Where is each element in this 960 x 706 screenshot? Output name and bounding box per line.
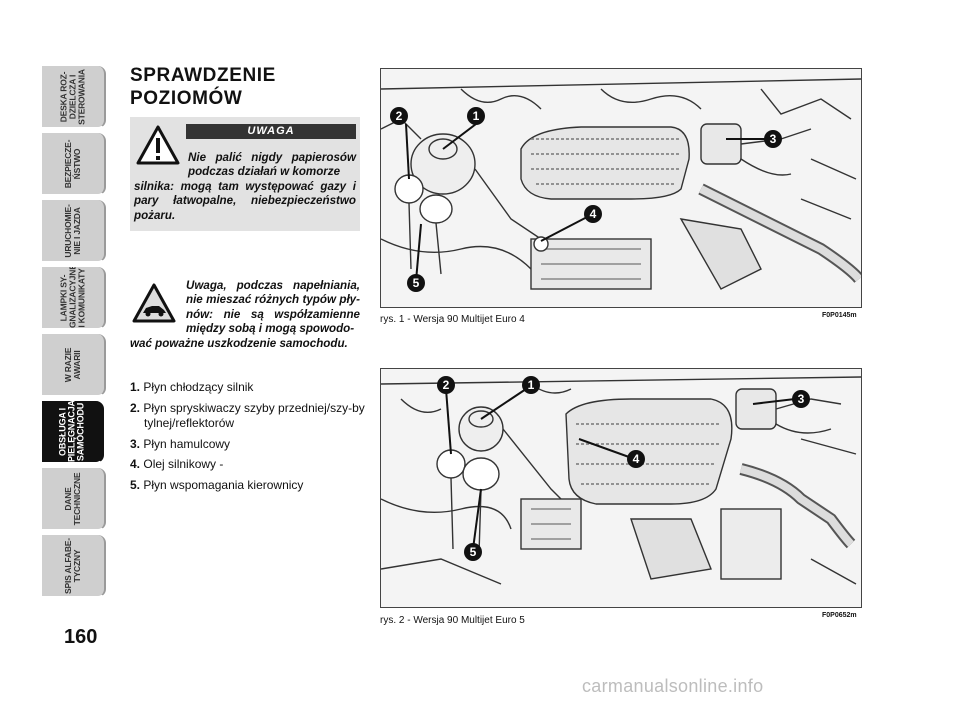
list-item-number: 2. bbox=[130, 400, 141, 415]
list-item-text: Płyn chłodzący silnik bbox=[143, 380, 254, 394]
tab-maintenance[interactable]: OBSŁUGA I PIELĘGNACJA SAMOCHODU bbox=[42, 401, 104, 463]
list-item-number: 1. bbox=[130, 380, 141, 394]
list-item: 3. Płyn hamulcowy bbox=[130, 437, 365, 453]
tab-dashboard[interactable]: DESKA ROZ- DZIELCZA I STEROWANIA bbox=[42, 66, 106, 128]
car-caution-icon bbox=[132, 283, 176, 323]
callout-1: 1 bbox=[528, 378, 535, 392]
callout-3: 3 bbox=[798, 392, 805, 406]
figure-1-caption: rys. 1 - Wersja 90 Multijet Euro 4 bbox=[380, 314, 525, 325]
warning-box: UWAGA Nie palić nigdy papierosów podczas… bbox=[130, 117, 360, 231]
engine-bay-illustration: 1 2 3 4 5 bbox=[381, 78, 861, 292]
warning-text-rest: silnika: mogą tam występować gazy i pary… bbox=[134, 179, 356, 222]
callout-1: 1 bbox=[473, 109, 480, 123]
list-item: 1. Płyn chłodzący silnik bbox=[130, 380, 365, 396]
list-item: 4. Olej silnikowy - bbox=[130, 457, 365, 473]
tab-technical-data[interactable]: DANE TECHNICZNE bbox=[42, 468, 106, 530]
tab-starting-driving[interactable]: URUCHOMIE- NIE I JAZDA bbox=[42, 200, 106, 262]
callout-2: 2 bbox=[443, 378, 450, 392]
callout-markers: 1 2 3 4 5 bbox=[437, 376, 810, 561]
tab-label: DANE TECHNICZNE bbox=[63, 472, 82, 525]
callout-3: 3 bbox=[770, 132, 777, 146]
callout-4: 4 bbox=[590, 207, 597, 221]
tab-label: BEZPIECZE- ŃSTWO bbox=[63, 139, 82, 188]
figure-2-caption: rys. 2 - Wersja 90 Multijet Euro 5 bbox=[380, 615, 525, 626]
page-title: SPRAWDZENIE POZIOMÓW bbox=[130, 65, 276, 109]
warning-title: UWAGA bbox=[186, 124, 356, 139]
tab-label: URUCHOMIE- NIE I JAZDA bbox=[63, 203, 82, 258]
tab-emergency[interactable]: W RAZIE AWARII bbox=[42, 334, 106, 396]
caution-text: Uwaga, podczas napełniania, nie mieszać … bbox=[130, 279, 360, 351]
callout-5: 5 bbox=[413, 276, 420, 290]
tab-label: OBSŁUGA I PIELĘGNACJA SAMOCHODU bbox=[57, 401, 86, 462]
fluid-list: 1. Płyn chłodzący silnik 2. Płyn spryski… bbox=[130, 380, 365, 498]
figure-1-code: F0P0145m bbox=[822, 312, 857, 319]
list-item-text: Płyn hamulcowy bbox=[143, 436, 231, 451]
callout-4: 4 bbox=[633, 452, 640, 466]
tab-index[interactable]: SPIS ALFABE- TYCZNY bbox=[42, 535, 106, 597]
list-item-text: Olej silnikowy - bbox=[143, 457, 224, 471]
callout-5: 5 bbox=[470, 545, 477, 559]
caution-text-rest: wać poważne uszkodzenie samochodu. bbox=[130, 336, 348, 350]
tab-warning-lights[interactable]: LAMPKI SY- GNALIZACYJNE I KOMUNIKATY bbox=[42, 267, 106, 329]
warning-text-first: Nie palić nigdy papierosów podczas dział… bbox=[188, 151, 356, 179]
caution-note: Uwaga, podczas napełniania, nie mieszać … bbox=[130, 279, 360, 351]
figure-engine-euro5: 1 2 3 4 5 bbox=[380, 368, 862, 608]
tab-label: SPIS ALFABE- TYCZNY bbox=[63, 537, 82, 594]
figure-2-code: F0P0652m bbox=[822, 612, 857, 619]
list-item-text: Płyn wspomagania kierownicy bbox=[143, 477, 304, 492]
list-item-number: 4. bbox=[130, 457, 141, 471]
watermark: carmanualsonline.info bbox=[582, 676, 764, 696]
list-item: 5. Płyn wspomagania kierownicy bbox=[130, 478, 365, 494]
caution-text-first: Uwaga, podczas napełniania, nie mieszać … bbox=[186, 279, 360, 336]
list-item-number: 5. bbox=[130, 477, 141, 492]
warning-triangle-icon bbox=[136, 125, 180, 165]
list-item: 2. Płyn spryskiwaczy szyby przedniej/szy… bbox=[130, 401, 365, 432]
engine-bay-illustration: 1 2 3 4 5 bbox=[381, 376, 861, 585]
page-number: 160 bbox=[64, 626, 98, 648]
figure-engine-euro4: 1 2 3 4 5 bbox=[380, 68, 862, 308]
list-item-number: 3. bbox=[130, 436, 141, 451]
callout-markers: 1 2 3 4 5 bbox=[390, 107, 782, 292]
warning-text: Nie palić nigdy papierosów podczas dział… bbox=[134, 151, 356, 223]
callout-2: 2 bbox=[396, 109, 403, 123]
tab-label: LAMPKI SY- GNALIZACYJNE I KOMUNIKATY bbox=[58, 267, 87, 328]
tab-safety[interactable]: BEZPIECZE- ŃSTWO bbox=[42, 133, 106, 195]
tab-label: DESKA ROZ- DZIELCZA I STEROWANIA bbox=[58, 68, 87, 125]
tab-label: W RAZIE AWARII bbox=[63, 347, 82, 382]
list-item-text: Płyn spryskiwaczy szyby przedniej/szy-by… bbox=[143, 400, 365, 431]
